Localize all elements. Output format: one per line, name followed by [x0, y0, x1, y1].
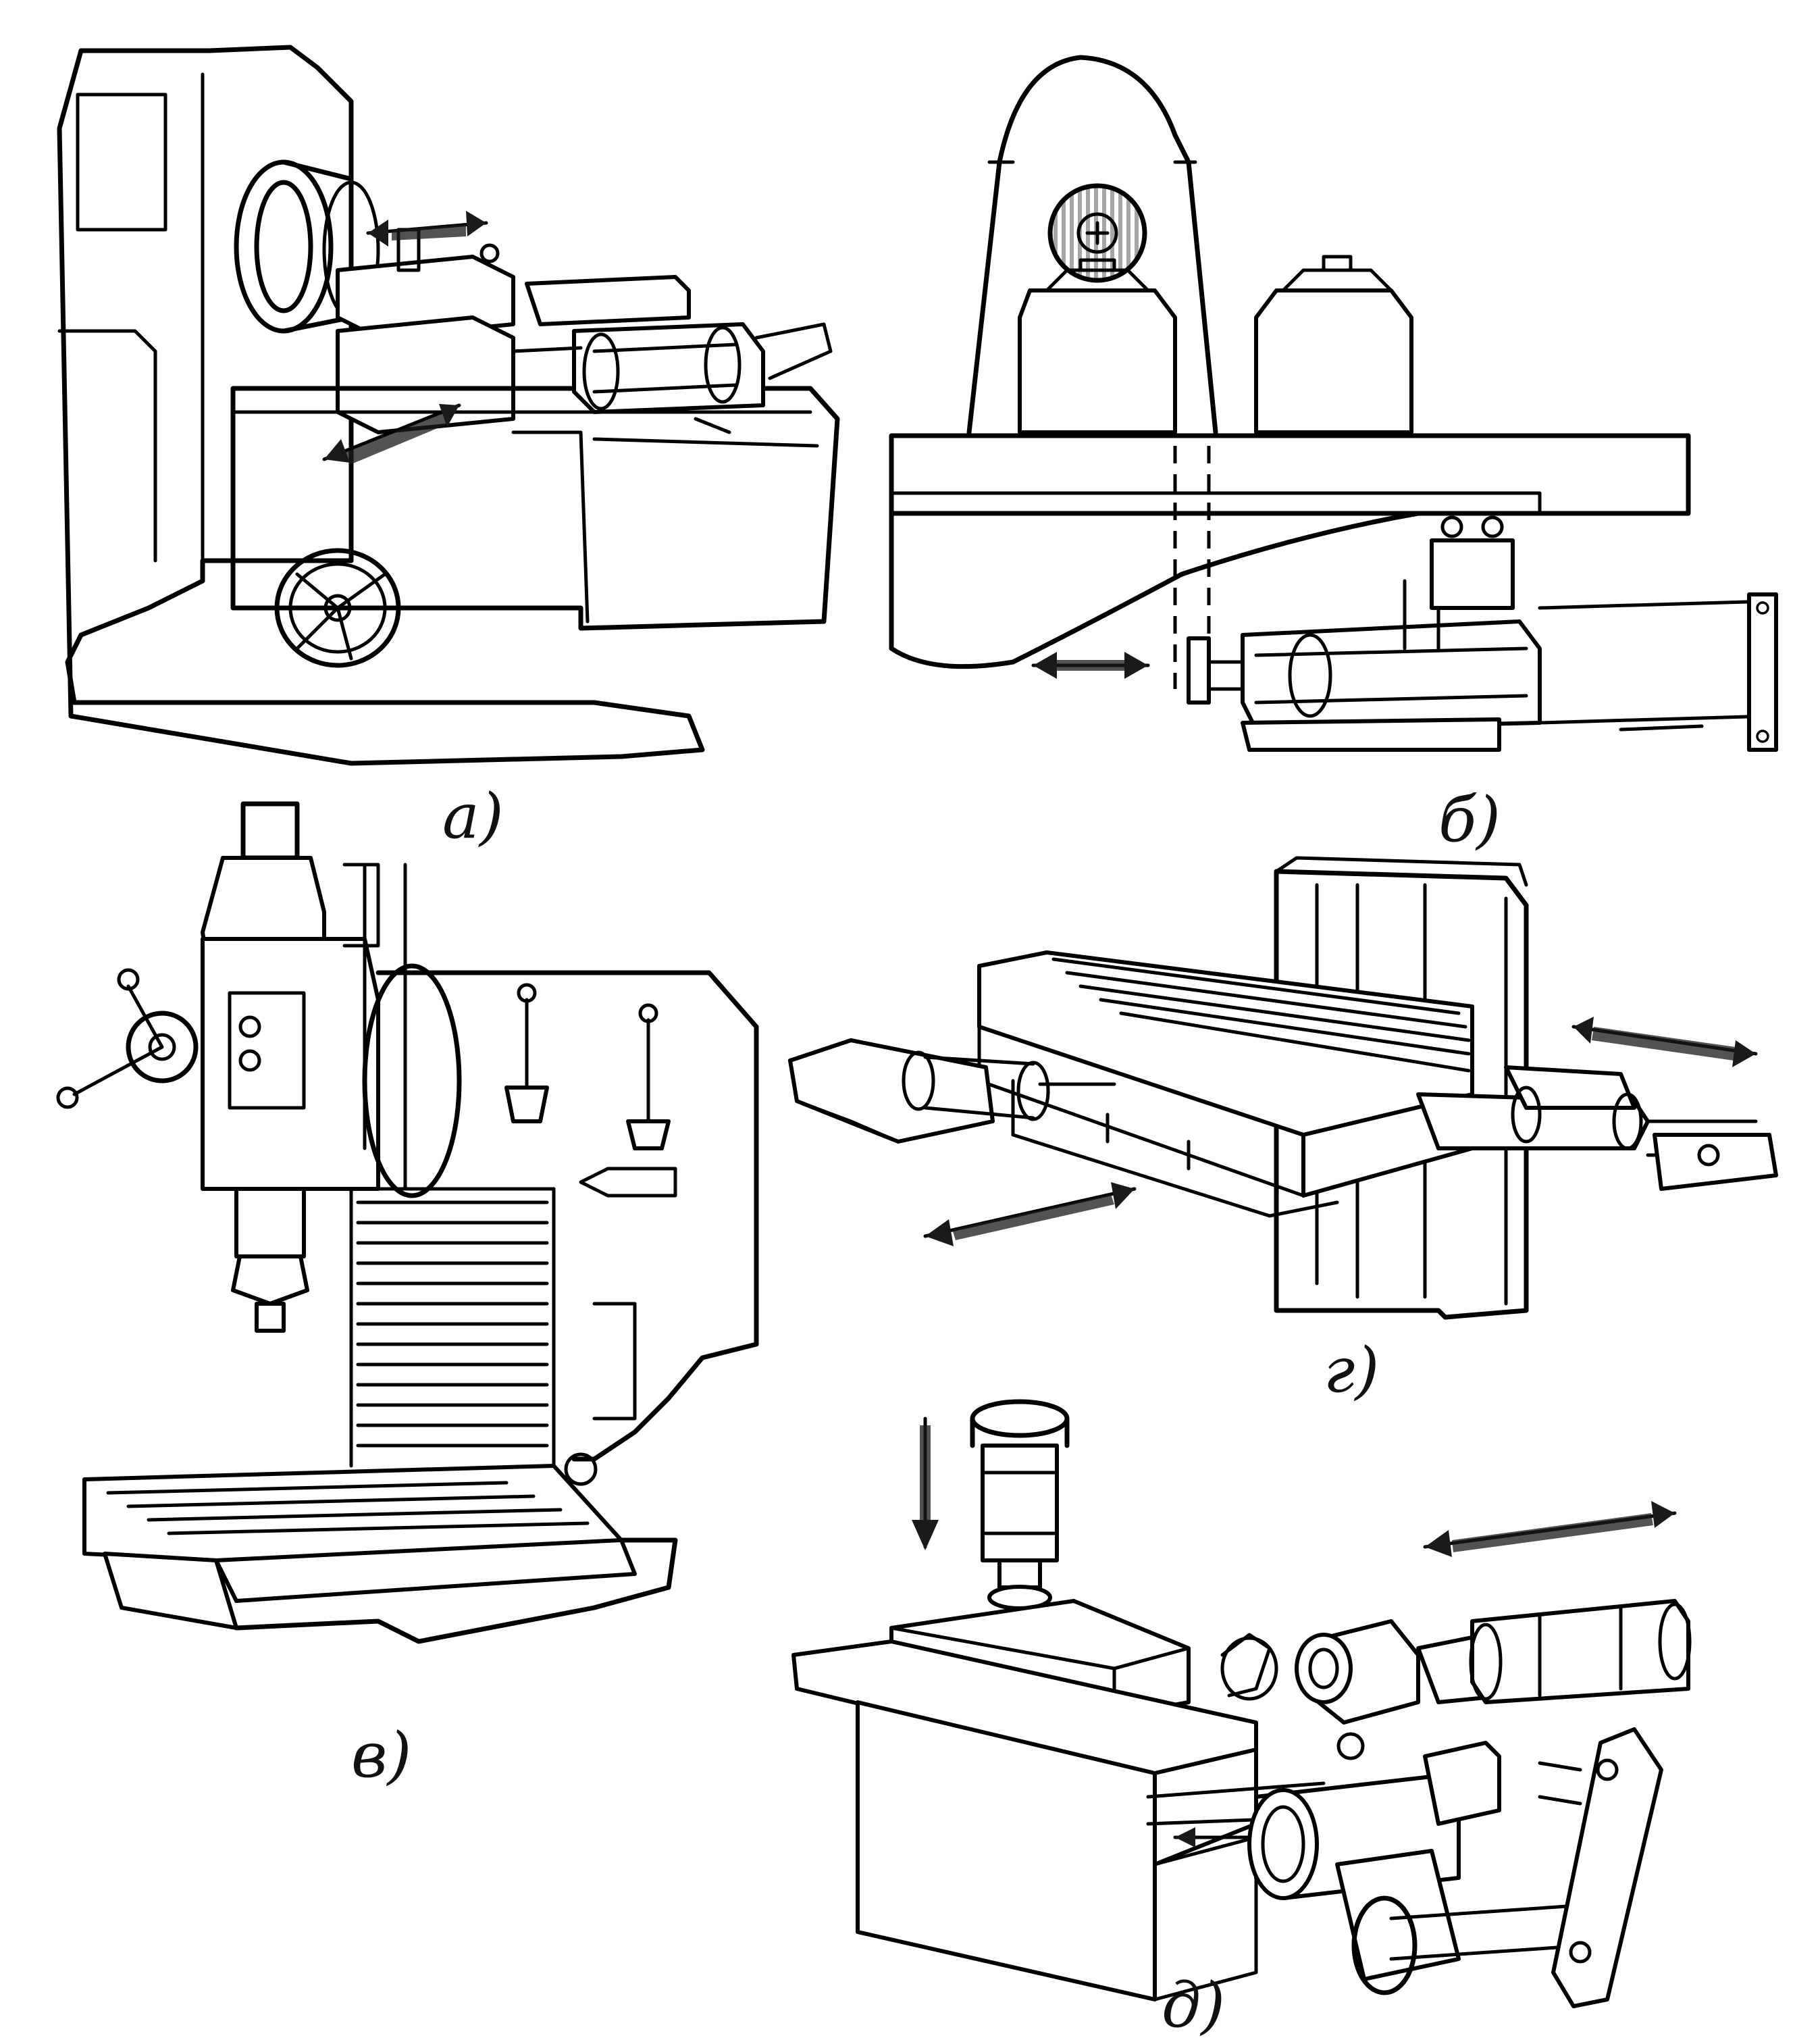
panel-g-boring-table	[788, 856, 1778, 1320]
panel-g-label: г)	[1324, 1334, 1379, 1406]
panel-a-lathe	[57, 45, 840, 766]
panel-d-label: д)	[1162, 1969, 1225, 2040]
panel-d-face-milling	[791, 1399, 1692, 2008]
panel-b-cross-rail-machine	[889, 55, 1778, 752]
panel-v-label: в)	[351, 1719, 411, 1791]
panel-v-vertical-mill	[56, 801, 759, 1644]
panel-a-label: а)	[442, 780, 504, 852]
panel-b-label: б)	[1438, 784, 1501, 856]
